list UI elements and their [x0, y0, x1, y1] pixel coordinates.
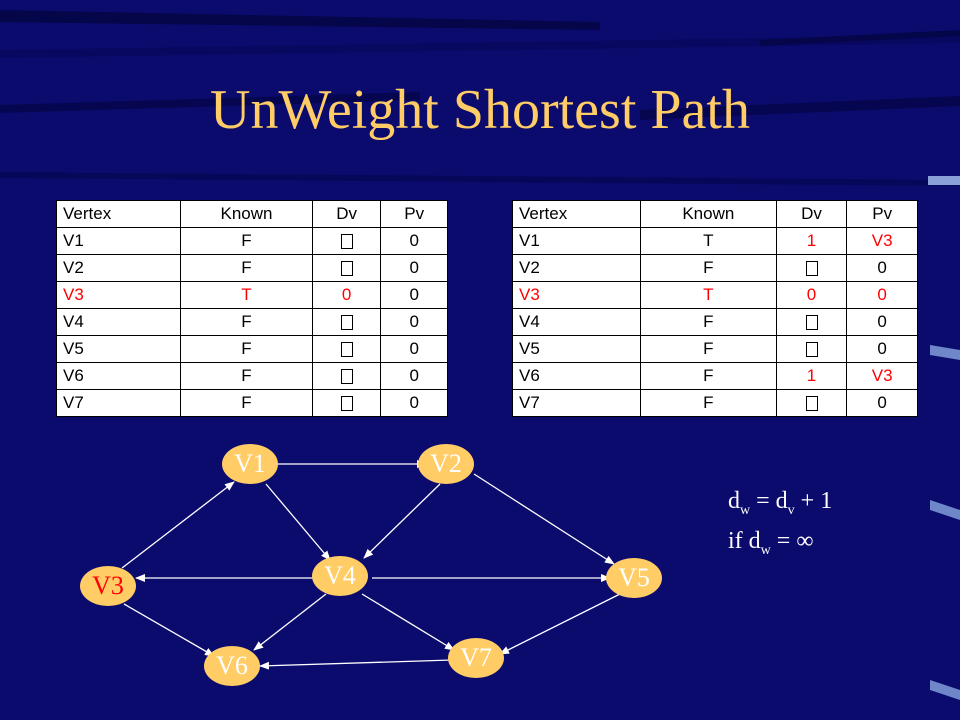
infinity-glyph-box: [805, 342, 818, 358]
formula-text: d: [728, 488, 740, 514]
cell-known: F: [639, 254, 777, 282]
cell-pv: 0: [846, 254, 918, 282]
cell-vertex: V4: [55, 308, 182, 336]
graph-node-v7: V7: [448, 638, 504, 678]
formula-text: + 1: [794, 488, 833, 514]
infinity-glyph-box: [805, 396, 818, 412]
cell-vertex: V3: [55, 281, 182, 309]
cell-pv: V3: [846, 227, 918, 255]
cell-pv: 0: [380, 308, 448, 336]
formula-text: = ∞: [770, 527, 814, 554]
cell-known: F: [639, 389, 777, 417]
formula-subscript: w: [760, 542, 771, 558]
edge-v1-v4: [265, 483, 331, 561]
table-row: V7 F 0: [512, 389, 918, 417]
col-header-dv: Dv: [311, 200, 382, 228]
table-row-start: V3 T 0 0: [512, 281, 918, 309]
col-header-vertex: Vertex: [55, 200, 182, 228]
graph-node-v3: V3: [80, 566, 136, 606]
cell-dv: [311, 389, 382, 417]
cell-vertex: V2: [512, 254, 641, 282]
infinity-glyph-box: [340, 261, 353, 277]
table-row: V5 F 0: [55, 335, 448, 363]
table-after-v3: Vertex Known Dv Pv V1 T 1 V3 V2 F 0 V3 T…: [512, 200, 918, 417]
cell-pv: 0: [380, 254, 448, 282]
table-row-start: V3 T 0 0: [55, 281, 448, 309]
table-row: V4 F 0: [55, 308, 448, 336]
cell-vertex: V5: [512, 335, 641, 363]
infinity-glyph-box: [340, 369, 353, 385]
cell-vertex: V1: [55, 227, 182, 255]
cell-dv: [311, 254, 382, 282]
col-header-known: Known: [180, 200, 313, 228]
cell-pv: 0: [380, 281, 448, 309]
formula-subscript: v: [787, 502, 795, 518]
table-row: V2 F 0: [512, 254, 918, 282]
infinity-glyph-box: [340, 342, 353, 358]
formula-line-update: dw = dv + 1: [728, 486, 832, 526]
cell-dv: [311, 308, 382, 336]
cell-known: F: [180, 389, 313, 417]
table-row: V4 F 0: [512, 308, 918, 336]
edge-v5-v7: [499, 593, 621, 655]
table-initial: Vertex Known Dv Pv V1 F 0 V2 F 0 V3 T 0 …: [55, 200, 448, 417]
infinity-glyph-box: [805, 261, 818, 277]
cell-known: F: [639, 335, 777, 363]
formula-subscript: w: [740, 502, 751, 518]
cell-known: T: [639, 227, 777, 255]
cell-known: F: [639, 308, 777, 336]
edge-v2-v4: [363, 483, 441, 559]
graph-node-v6: V6: [204, 646, 260, 686]
cell-pv: 0: [380, 362, 448, 390]
col-header-vertex: Vertex: [512, 200, 641, 228]
edge-v7-v6: [259, 659, 453, 670]
cell-vertex: V3: [512, 281, 641, 309]
infinity-glyph-box: [340, 234, 353, 250]
cell-vertex: V6: [512, 362, 641, 390]
formula-text: if d: [728, 527, 761, 554]
distance-formula: dw = dv + 1 if dw = ∞: [728, 486, 832, 566]
cell-pv: V3: [846, 362, 918, 390]
formula-line-condition: if dw = ∞: [728, 526, 832, 566]
cell-vertex: V4: [512, 308, 641, 336]
cell-pv: 0: [846, 335, 918, 363]
cell-known: F: [180, 227, 313, 255]
infinity-glyph-box: [340, 315, 353, 331]
cell-pv: 0: [380, 389, 448, 417]
table-row: V5 F 0: [512, 335, 918, 363]
cell-vertex: V7: [55, 389, 182, 417]
edge-v3-v6: [123, 603, 215, 657]
edge-v4-v6: [253, 593, 327, 651]
table-row: V6 F 1 V3: [512, 362, 918, 390]
table-row: V2 F 0: [55, 254, 448, 282]
graph-node-v4: V4: [312, 556, 368, 596]
cell-dv: [775, 254, 848, 282]
cell-pv: 0: [846, 281, 918, 309]
cell-vertex: V7: [512, 389, 641, 417]
cell-known: F: [180, 254, 313, 282]
infinity-glyph-box: [340, 396, 353, 412]
graph-node-v5: V5: [606, 558, 662, 598]
edge-v4-v7: [361, 593, 455, 651]
col-header-pv: Pv: [846, 200, 918, 228]
graph-node-v2: V2: [418, 444, 474, 484]
edge-v3-v1: [121, 481, 235, 569]
table-row: V7 F 0: [55, 389, 448, 417]
edge-v2-v5: [473, 473, 615, 565]
cell-pv: 0: [846, 389, 918, 417]
slide-title: UnWeight Shortest Path: [210, 79, 750, 141]
graph-node-v1: V1: [222, 444, 278, 484]
infinity-glyph-box: [805, 315, 818, 331]
formula-text: = d: [750, 488, 788, 514]
